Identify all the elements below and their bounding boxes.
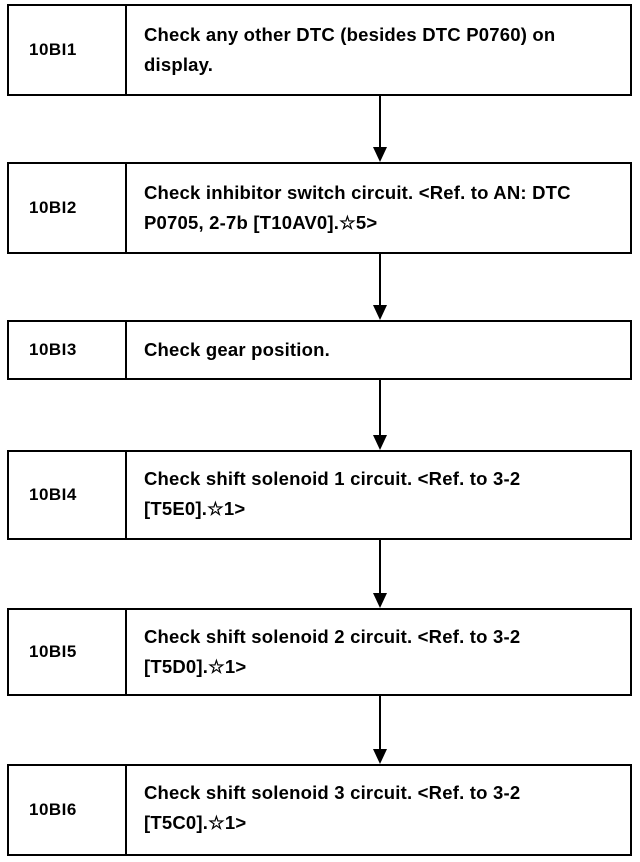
flow-step-3: 10BI3 Check gear position. — [7, 320, 632, 380]
step-code: 10BI6 — [9, 766, 127, 854]
step-code: 10BI1 — [9, 6, 127, 94]
step-text: Check any other DTC (besides DTC P0760) … — [144, 24, 556, 75]
flow-step-6: 10BI6 Check shift solenoid 3 circuit. <R… — [7, 764, 632, 856]
step-code: 10BI5 — [9, 610, 127, 694]
step-text: Check gear position. — [144, 339, 330, 360]
step-text: Check shift solenoid 3 circuit. <Ref. to… — [144, 782, 521, 833]
flow-arrow-down — [373, 254, 387, 320]
flow-step-4: 10BI4 Check shift solenoid 1 circuit. <R… — [7, 450, 632, 540]
step-text: Check shift solenoid 1 circuit. <Ref. to… — [144, 468, 521, 519]
step-code: 10BI2 — [9, 164, 127, 252]
step-text: Check shift solenoid 2 circuit. <Ref. to… — [144, 626, 521, 677]
flow-step-5: 10BI5 Check shift solenoid 2 circuit. <R… — [7, 608, 632, 696]
flow-arrow-down — [373, 696, 387, 764]
flow-arrow-down — [373, 96, 387, 162]
step-code: 10BI3 — [9, 322, 127, 378]
step-code: 10BI4 — [9, 452, 127, 538]
flow-step-1: 10BI1 Check any other DTC (besides DTC P… — [7, 4, 632, 96]
flow-arrow-down — [373, 380, 387, 450]
step-text: Check inhibitor switch circuit. <Ref. to… — [144, 182, 571, 233]
flow-arrow-down — [373, 540, 387, 608]
flow-step-2: 10BI2 Check inhibitor switch circuit. <R… — [7, 162, 632, 254]
